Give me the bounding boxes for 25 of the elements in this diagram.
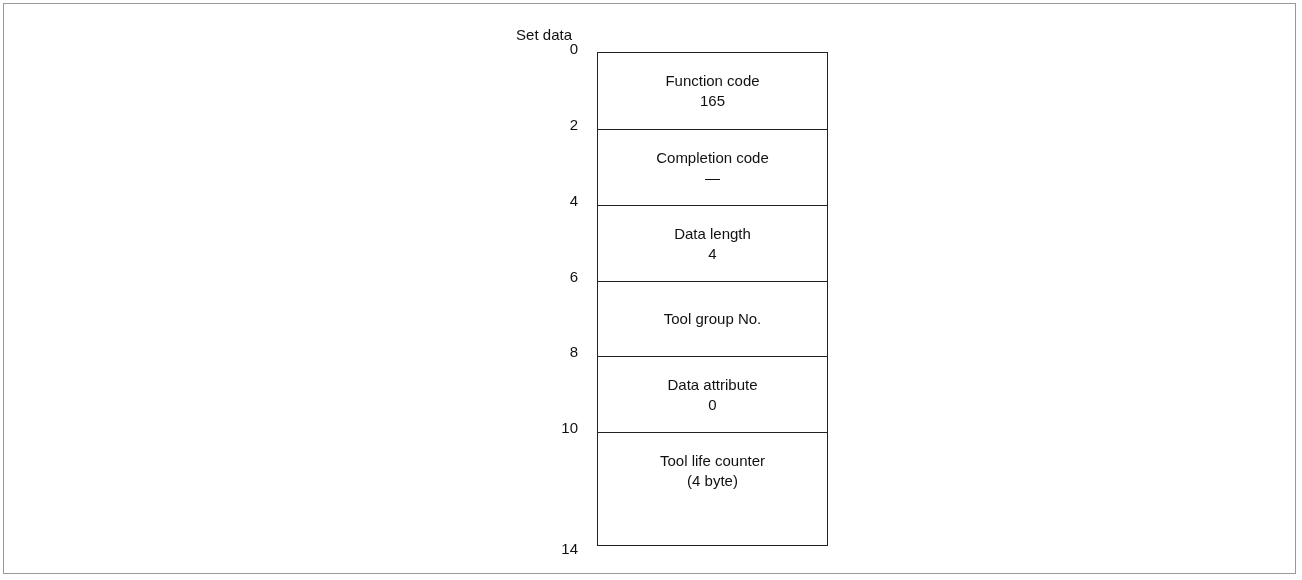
field-box	[597, 129, 828, 206]
byte-offset: 6	[569, 268, 578, 285]
byte-offset: 10	[561, 419, 578, 436]
field-name: Data attribute	[667, 375, 758, 395]
byte-offset: 8	[569, 343, 578, 360]
field-value: 165	[700, 91, 725, 111]
field-name: Tool group No.	[663, 309, 762, 329]
byte-offset: 0	[569, 40, 578, 57]
field-box	[597, 356, 828, 433]
field-box	[597, 52, 828, 130]
field-name: Function code	[665, 71, 760, 91]
byte-offset: 4	[569, 192, 578, 209]
field-value: —	[705, 168, 720, 188]
byte-offset: 2	[569, 116, 578, 133]
column-heading: Set data	[516, 26, 572, 43]
field-name: Tool life counter	[659, 451, 766, 471]
field-box	[597, 432, 828, 546]
field-value: (4 byte)	[687, 471, 738, 491]
field-name: Completion code	[656, 148, 769, 168]
field-box	[597, 205, 828, 282]
field-value: 0	[708, 395, 717, 415]
field-value: 4	[708, 244, 717, 264]
field-name: Data length	[674, 224, 751, 244]
field-box	[597, 281, 828, 357]
byte-offset: 14	[561, 540, 578, 557]
